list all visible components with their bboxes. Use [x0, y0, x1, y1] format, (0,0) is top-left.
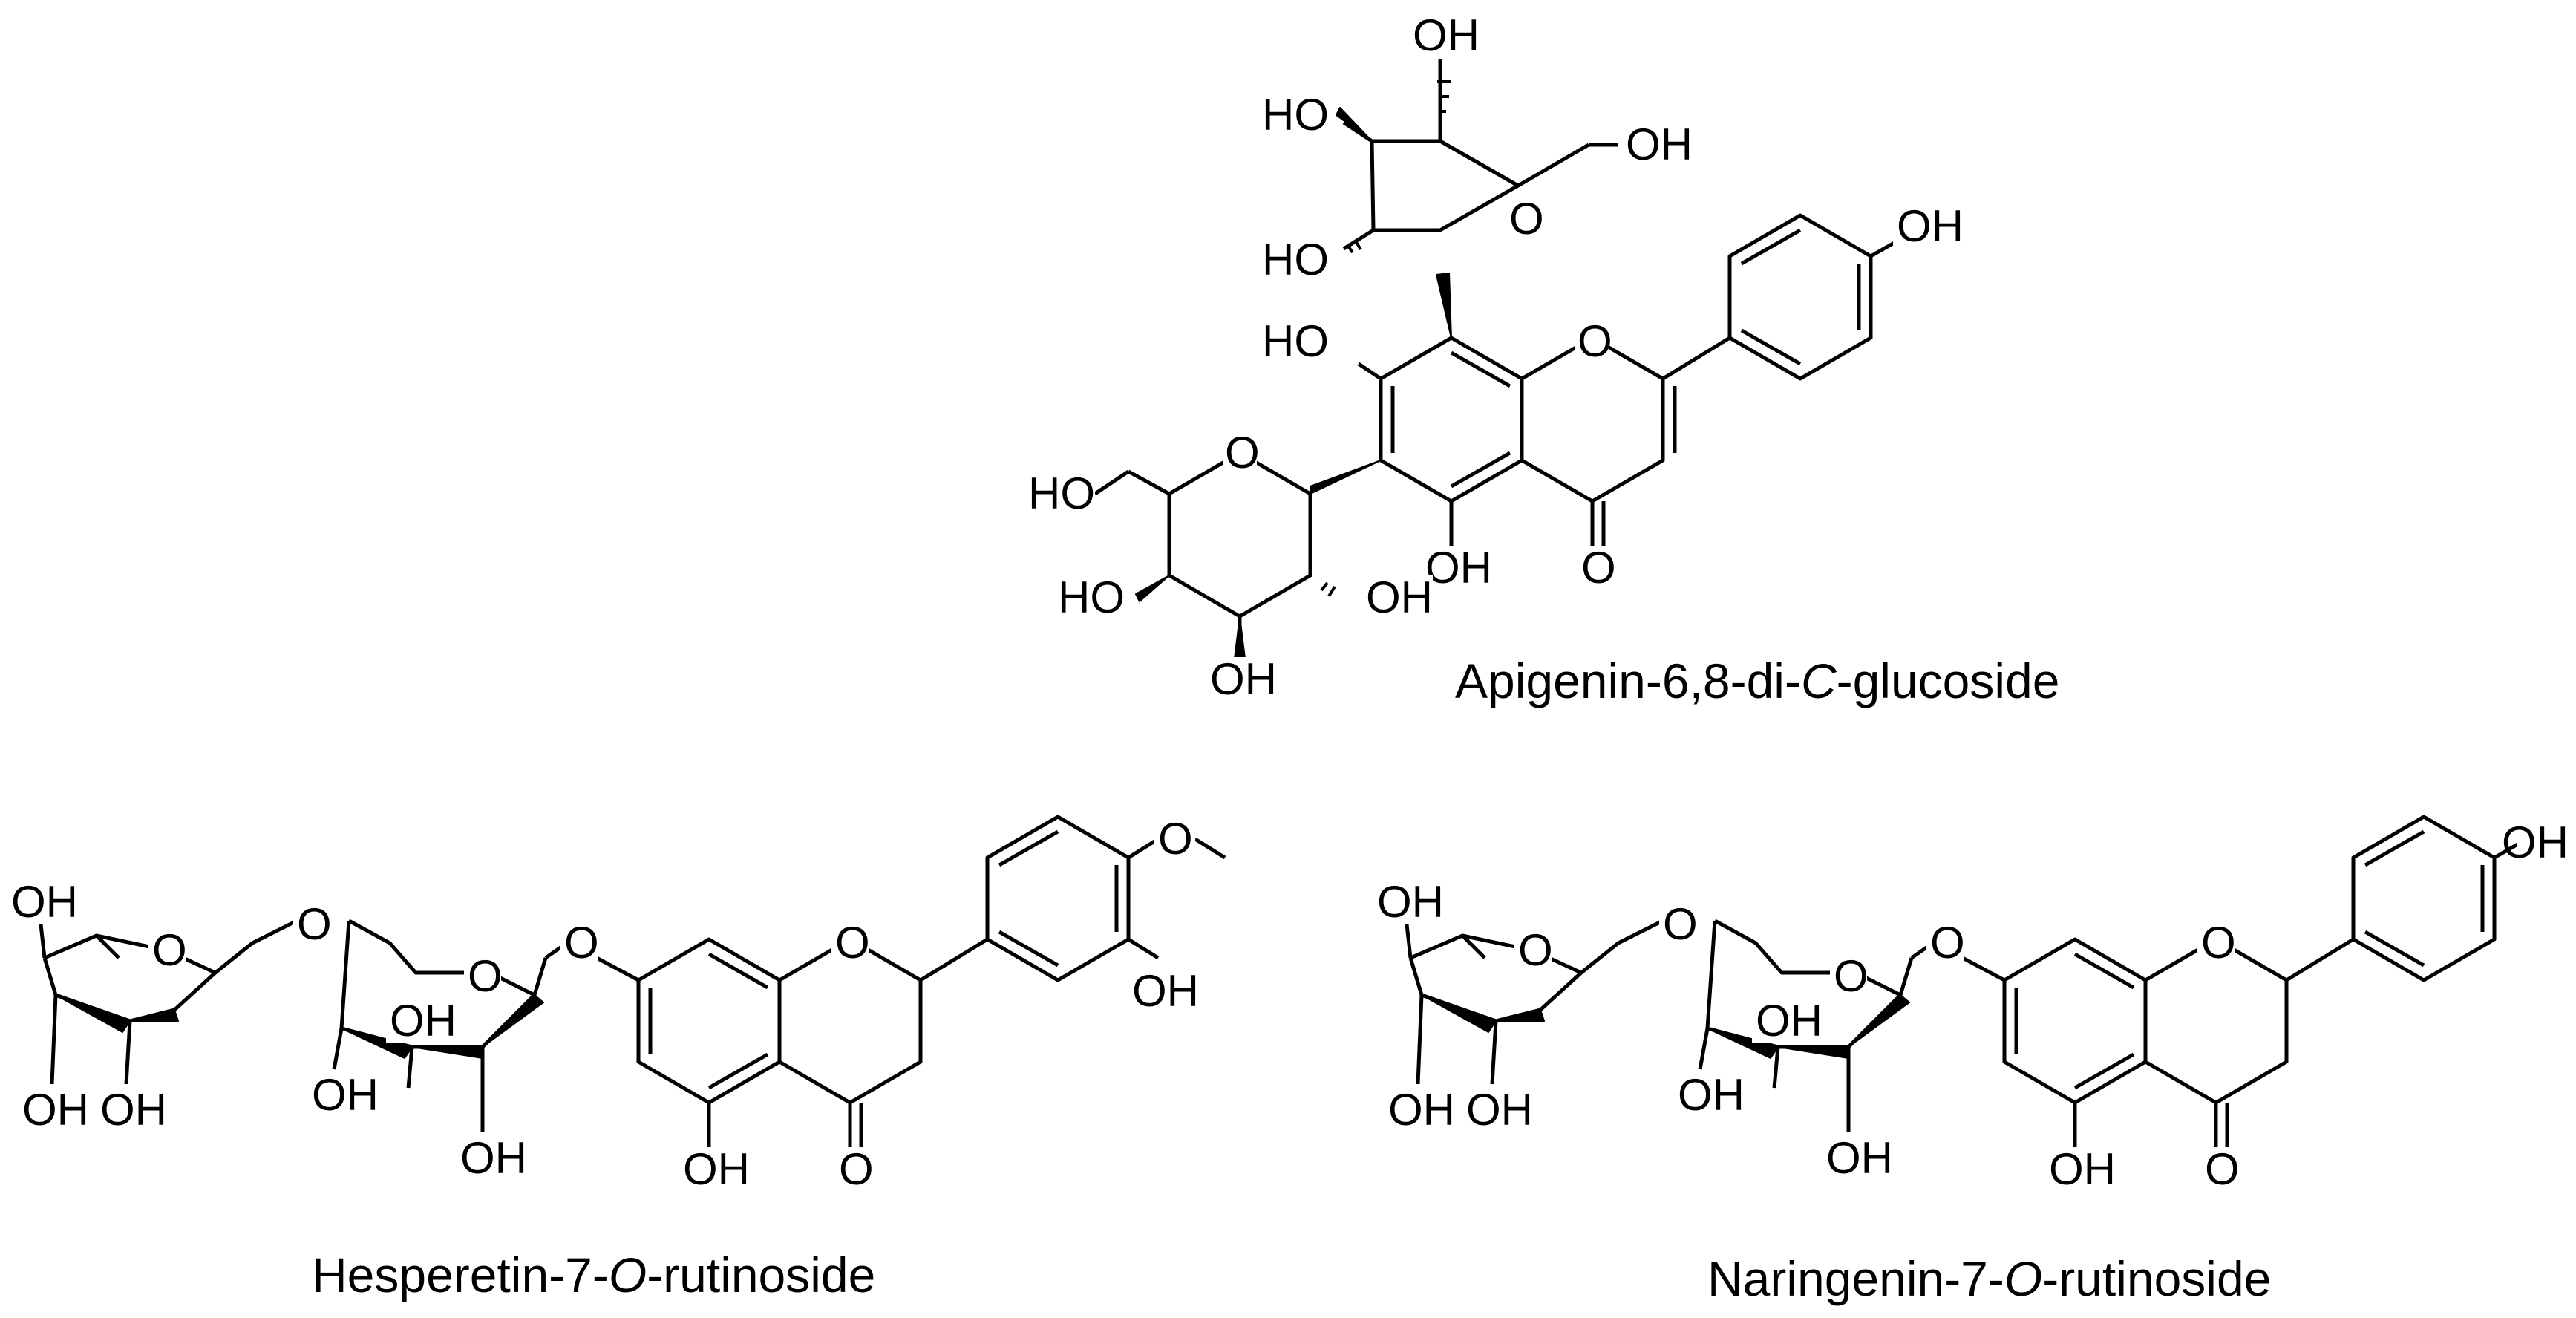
- bot-glc-ch2oh: HO: [1028, 469, 1095, 518]
- rha-oh-2: OH: [1466, 1085, 1533, 1135]
- glc-oh-inner: OH: [390, 996, 457, 1045]
- bonds: [1094, 59, 1898, 653]
- rha-ring-o: O: [1518, 925, 1553, 975]
- atom-labels: OH O O O OH O O O OH OH OH OH OH: [11, 814, 1199, 1194]
- linking-o: O: [1663, 899, 1698, 949]
- c4-carbonyl-o: O: [1581, 543, 1616, 593]
- top-glc-oh-2: HO: [1262, 90, 1329, 140]
- top-glc-ring-o: O: [1509, 194, 1544, 244]
- c4-carbonyl-o: O: [839, 1144, 874, 1194]
- rha-oh-top: OH: [1377, 877, 1444, 927]
- top-glc-ch2oh: OH: [1626, 120, 1693, 169]
- a5-oh: OH: [1425, 543, 1492, 593]
- bot-glc-oh-3: OH: [1210, 654, 1277, 704]
- glc-ring-o: O: [468, 951, 503, 1001]
- glycosidic-o: O: [564, 918, 599, 968]
- a7-oh: HO: [1262, 316, 1329, 366]
- a5-oh: OH: [683, 1144, 750, 1194]
- b3-oh: OH: [1132, 966, 1199, 1016]
- stereo-wedges: [1135, 107, 1452, 665]
- c4-carbonyl-o: O: [2205, 1144, 2240, 1194]
- caption-apigenin: Apigenin-6,8-di-C-glucoside: [1455, 653, 2059, 708]
- c-ring-o: O: [1578, 316, 1612, 366]
- glc-oh-2: OH: [1826, 1133, 1893, 1183]
- top-glc-oh-1: OH: [1413, 10, 1480, 60]
- glc-oh-1: OH: [1678, 1070, 1745, 1120]
- linking-o: O: [297, 899, 332, 949]
- bonds: [1405, 815, 2522, 1147]
- molecule-hesperetin-rutinoside: OH O O O OH O O O OH OH OH OH OH: [11, 814, 1226, 1302]
- caption-naringenin: Naringenin-7-O-rutinoside: [1707, 1251, 2271, 1306]
- rha-oh-1: OH: [1388, 1085, 1455, 1135]
- rha-oh-1: OH: [22, 1085, 89, 1135]
- caption-hesperetin: Hesperetin-7-O-rutinoside: [312, 1247, 875, 1302]
- rha-ring-o: O: [152, 925, 187, 975]
- molecule-naringenin-rutinoside: OH O O O OH O O OH OH OH OH OH OH: [1377, 815, 2576, 1306]
- c-ring-o: O: [2201, 918, 2236, 968]
- rha-oh-2: OH: [100, 1085, 167, 1135]
- glycosidic-o: O: [1930, 918, 1965, 968]
- b4-oh: OH: [2502, 818, 2569, 867]
- bot-glc-oh-1: HO: [1058, 572, 1125, 622]
- methoxy-o: O: [1158, 814, 1193, 864]
- bot-glc-oh-2: OH: [1366, 572, 1433, 622]
- b4-oh: OH: [1897, 201, 1964, 251]
- atom-labels: OH HO OH O HO HO O OH O HO OH O HO: [1028, 10, 1964, 704]
- c-ring-o: O: [835, 918, 870, 968]
- stereo-wedges: [1421, 994, 1910, 1059]
- glc-oh-inner: OH: [1756, 996, 1823, 1045]
- glc-oh-1: OH: [312, 1070, 379, 1120]
- molecule-apigenin-di-c-glucoside: OH HO OH O HO HO O OH O HO OH O HO: [1028, 10, 2059, 708]
- stereo-wedges: [55, 994, 544, 1059]
- bot-glc-ring-o: O: [1225, 428, 1260, 477]
- atom-labels: OH O O O OH O O OH OH OH OH OH OH: [1377, 818, 2576, 1194]
- glc-ring-o: O: [1834, 951, 1869, 1001]
- top-glc-oh-3: HO: [1262, 235, 1329, 284]
- stereo-hashes: [1320, 80, 1451, 598]
- glc-oh-2: OH: [460, 1133, 527, 1183]
- bonds: [39, 815, 1226, 1147]
- rha-oh-top: OH: [11, 877, 78, 927]
- a5-oh: OH: [2049, 1144, 2116, 1194]
